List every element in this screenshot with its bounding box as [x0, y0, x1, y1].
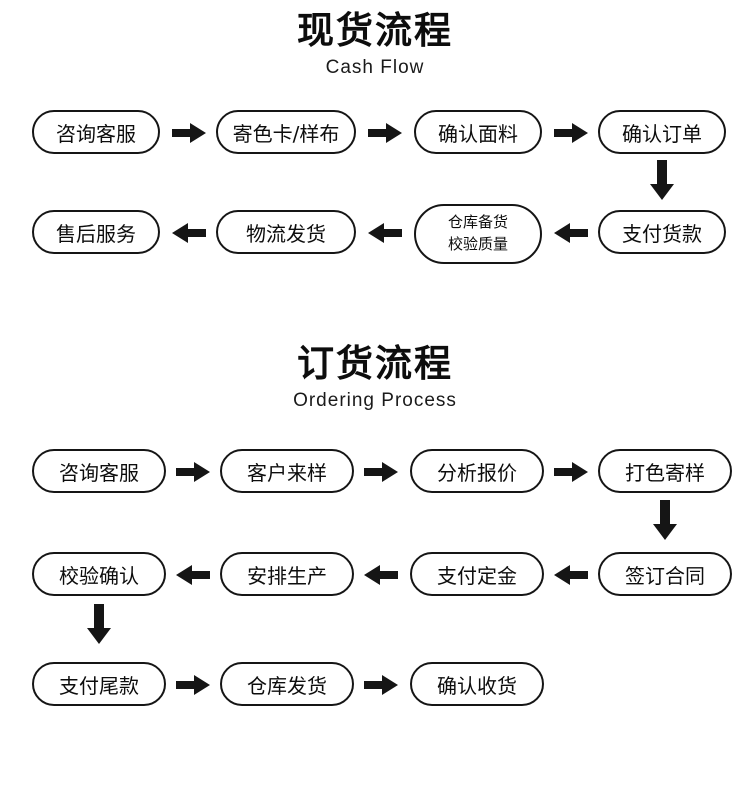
node-order-arrange-production[interactable]: 安排生产 [220, 552, 354, 596]
node-label-line2: 校验质量 [447, 235, 508, 253]
node-cash-consult-service[interactable]: 咨询客服 [32, 110, 160, 154]
node-label: 咨询客服 [56, 121, 136, 146]
node-label: 物流发货 [246, 221, 326, 246]
node-order-analyze-quote[interactable]: 分析报价 [410, 449, 544, 493]
node-order-sign-contract[interactable]: 签订合同 [598, 552, 732, 596]
arrow-left-icon [170, 219, 208, 247]
cash-flow-title-en: Cash Flow [325, 56, 425, 78]
node-label: 支付定金 [437, 563, 517, 588]
arrow-right-icon [362, 458, 400, 486]
cash-flow-title-cn: 现货流程 [297, 9, 453, 52]
node-label: 咨询客服 [59, 460, 139, 485]
node-cash-send-swatch[interactable]: 寄色卡/样布 [216, 110, 356, 154]
arrow-left-icon [362, 561, 400, 589]
section-title-ordering-process: 订货流程 Ordering Process [0, 342, 750, 414]
arrow-down-icon [85, 604, 113, 644]
arrow-down-icon [651, 500, 679, 540]
node-order-color-sample[interactable]: 打色寄样 [598, 449, 732, 493]
node-label: 售后服务 [56, 221, 136, 246]
arrow-right-icon [552, 458, 590, 486]
arrow-down-icon [648, 160, 676, 200]
arrow-left-icon [552, 219, 590, 247]
node-cash-warehouse-prepare-inspect[interactable]: 仓库备货 校验质量 [414, 204, 542, 264]
arrow-right-icon [552, 119, 590, 147]
node-cash-confirm-fabric[interactable]: 确认面料 [414, 110, 542, 154]
node-cash-confirm-order[interactable]: 确认订单 [598, 110, 726, 154]
node-order-warehouse-ship[interactable]: 仓库发货 [220, 662, 354, 706]
node-cash-logistics-ship[interactable]: 物流发货 [216, 210, 356, 254]
node-label: 签订合同 [625, 563, 705, 588]
node-label: 支付货款 [622, 221, 702, 246]
node-label: 确认面料 [438, 121, 518, 146]
node-label: 打色寄样 [625, 460, 705, 485]
node-cash-after-sales[interactable]: 售后服务 [32, 210, 160, 254]
arrow-right-icon [170, 119, 208, 147]
node-order-consult-service[interactable]: 咨询客服 [32, 449, 166, 493]
arrow-left-icon [366, 219, 404, 247]
node-order-customer-sample[interactable]: 客户来样 [220, 449, 354, 493]
node-order-confirm-receipt[interactable]: 确认收货 [410, 662, 544, 706]
arrow-left-icon [552, 561, 590, 589]
arrow-right-icon [366, 119, 404, 147]
node-label: 安排生产 [247, 563, 327, 588]
arrow-right-icon [174, 671, 212, 699]
ordering-title-en: Ordering Process [293, 389, 457, 411]
node-order-verify-confirm[interactable]: 校验确认 [32, 552, 166, 596]
node-label: 支付尾款 [59, 673, 139, 698]
node-cash-pay-goods[interactable]: 支付货款 [598, 210, 726, 254]
arrow-right-icon [174, 458, 212, 486]
arrow-right-icon [362, 671, 400, 699]
node-label: 校验确认 [59, 563, 139, 588]
arrow-left-icon [174, 561, 212, 589]
node-label: 确认订单 [622, 121, 702, 146]
node-order-pay-deposit[interactable]: 支付定金 [410, 552, 544, 596]
ordering-title-cn: 订货流程 [297, 342, 453, 385]
node-label: 仓库发货 [247, 673, 327, 698]
node-label: 分析报价 [437, 460, 517, 485]
node-label: 寄色卡/样布 [232, 121, 340, 146]
node-label: 确认收货 [437, 673, 517, 698]
node-label: 客户来样 [247, 460, 327, 485]
node-label-line1: 仓库备货 [447, 213, 508, 232]
node-order-pay-balance[interactable]: 支付尾款 [32, 662, 166, 706]
section-title-cash-flow: 现货流程 Cash Flow [0, 9, 750, 81]
